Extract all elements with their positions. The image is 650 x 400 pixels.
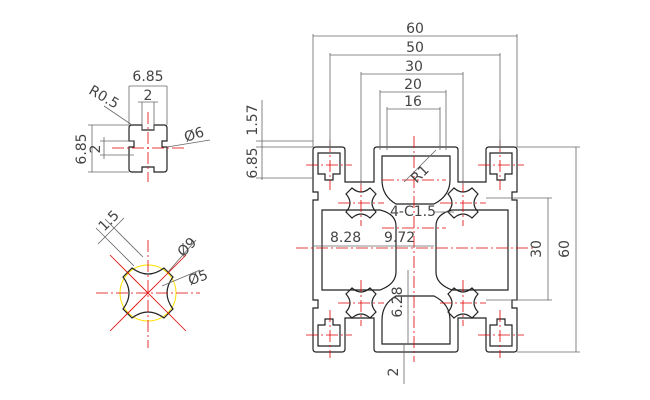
profile-inner-bottom [381, 295, 451, 345]
slot-radius-label: R0.5 [86, 83, 122, 113]
core-cross-1 [345, 187, 377, 219]
profile-inner-cavity [381, 155, 451, 205]
core-outer-diameter-label: Ø9 [175, 235, 200, 260]
dim-bottom-2: 2 [386, 368, 402, 377]
slot-opening-label: 2 [144, 88, 153, 104]
core-inner-diameter-label: Ø5 [186, 267, 210, 289]
slot-detail-outline [128, 124, 168, 173]
wall-dim-line [97, 217, 125, 245]
dim-top-16: 16 [404, 94, 422, 110]
corner-slot-tr [489, 152, 513, 181]
corner-slot-br [489, 318, 513, 347]
slot-height-label: 6.85 [74, 133, 90, 164]
wall-ext-2 [104, 218, 144, 258]
profile-outline [312, 146, 518, 353]
core-diagonal-2 [109, 254, 187, 332]
core-detail: 1.5 Ø9 Ø5 [95, 208, 210, 348]
core-cross-outline [122, 267, 174, 319]
dim-right-60: 60 [557, 240, 573, 258]
main-profile: 60 50 30 20 16 1.57 6.85 R1 4-C1.5 [245, 21, 580, 384]
diameter-leader [166, 139, 211, 148]
dim-r1: R1 [408, 162, 432, 186]
outer-diameter-leader [167, 239, 197, 273]
dim-v-628: 6.28 [390, 286, 406, 317]
dim-top-60: 60 [406, 21, 424, 37]
dim-h-972: 9.72 [384, 230, 415, 246]
slot-detail: 6.85 2 R0.5 6.85 2 Ø6 [74, 69, 211, 182]
slot-width-label: 6.85 [132, 69, 163, 85]
inner-diameter-leader [161, 269, 201, 287]
dim-top-50: 50 [406, 40, 424, 56]
core-cross-4 [447, 287, 479, 319]
dim-top-30: 30 [405, 59, 423, 75]
dim-left-157: 1.57 [245, 104, 261, 135]
core-cross-2 [447, 187, 479, 219]
r1-leader [403, 149, 437, 183]
dim-left-685: 6.85 [245, 147, 261, 178]
core-wall-label: 1.5 [96, 208, 123, 235]
radius-leader [103, 105, 133, 126]
slot-web-label: 2 [88, 145, 104, 154]
slot-diameter-label: Ø6 [182, 124, 206, 145]
dim-chamfer: 4-C1.5 [390, 204, 436, 220]
corner-slot-bl [317, 318, 341, 347]
core-cross-3 [345, 287, 377, 319]
dim-h-828: 8.28 [330, 230, 361, 246]
corner-slot-tl [317, 152, 341, 181]
dim-top-20: 20 [404, 77, 422, 93]
wall-ext-1 [95, 227, 135, 267]
profile-inner-channel [321, 209, 509, 291]
dim-right-30: 30 [529, 240, 545, 258]
